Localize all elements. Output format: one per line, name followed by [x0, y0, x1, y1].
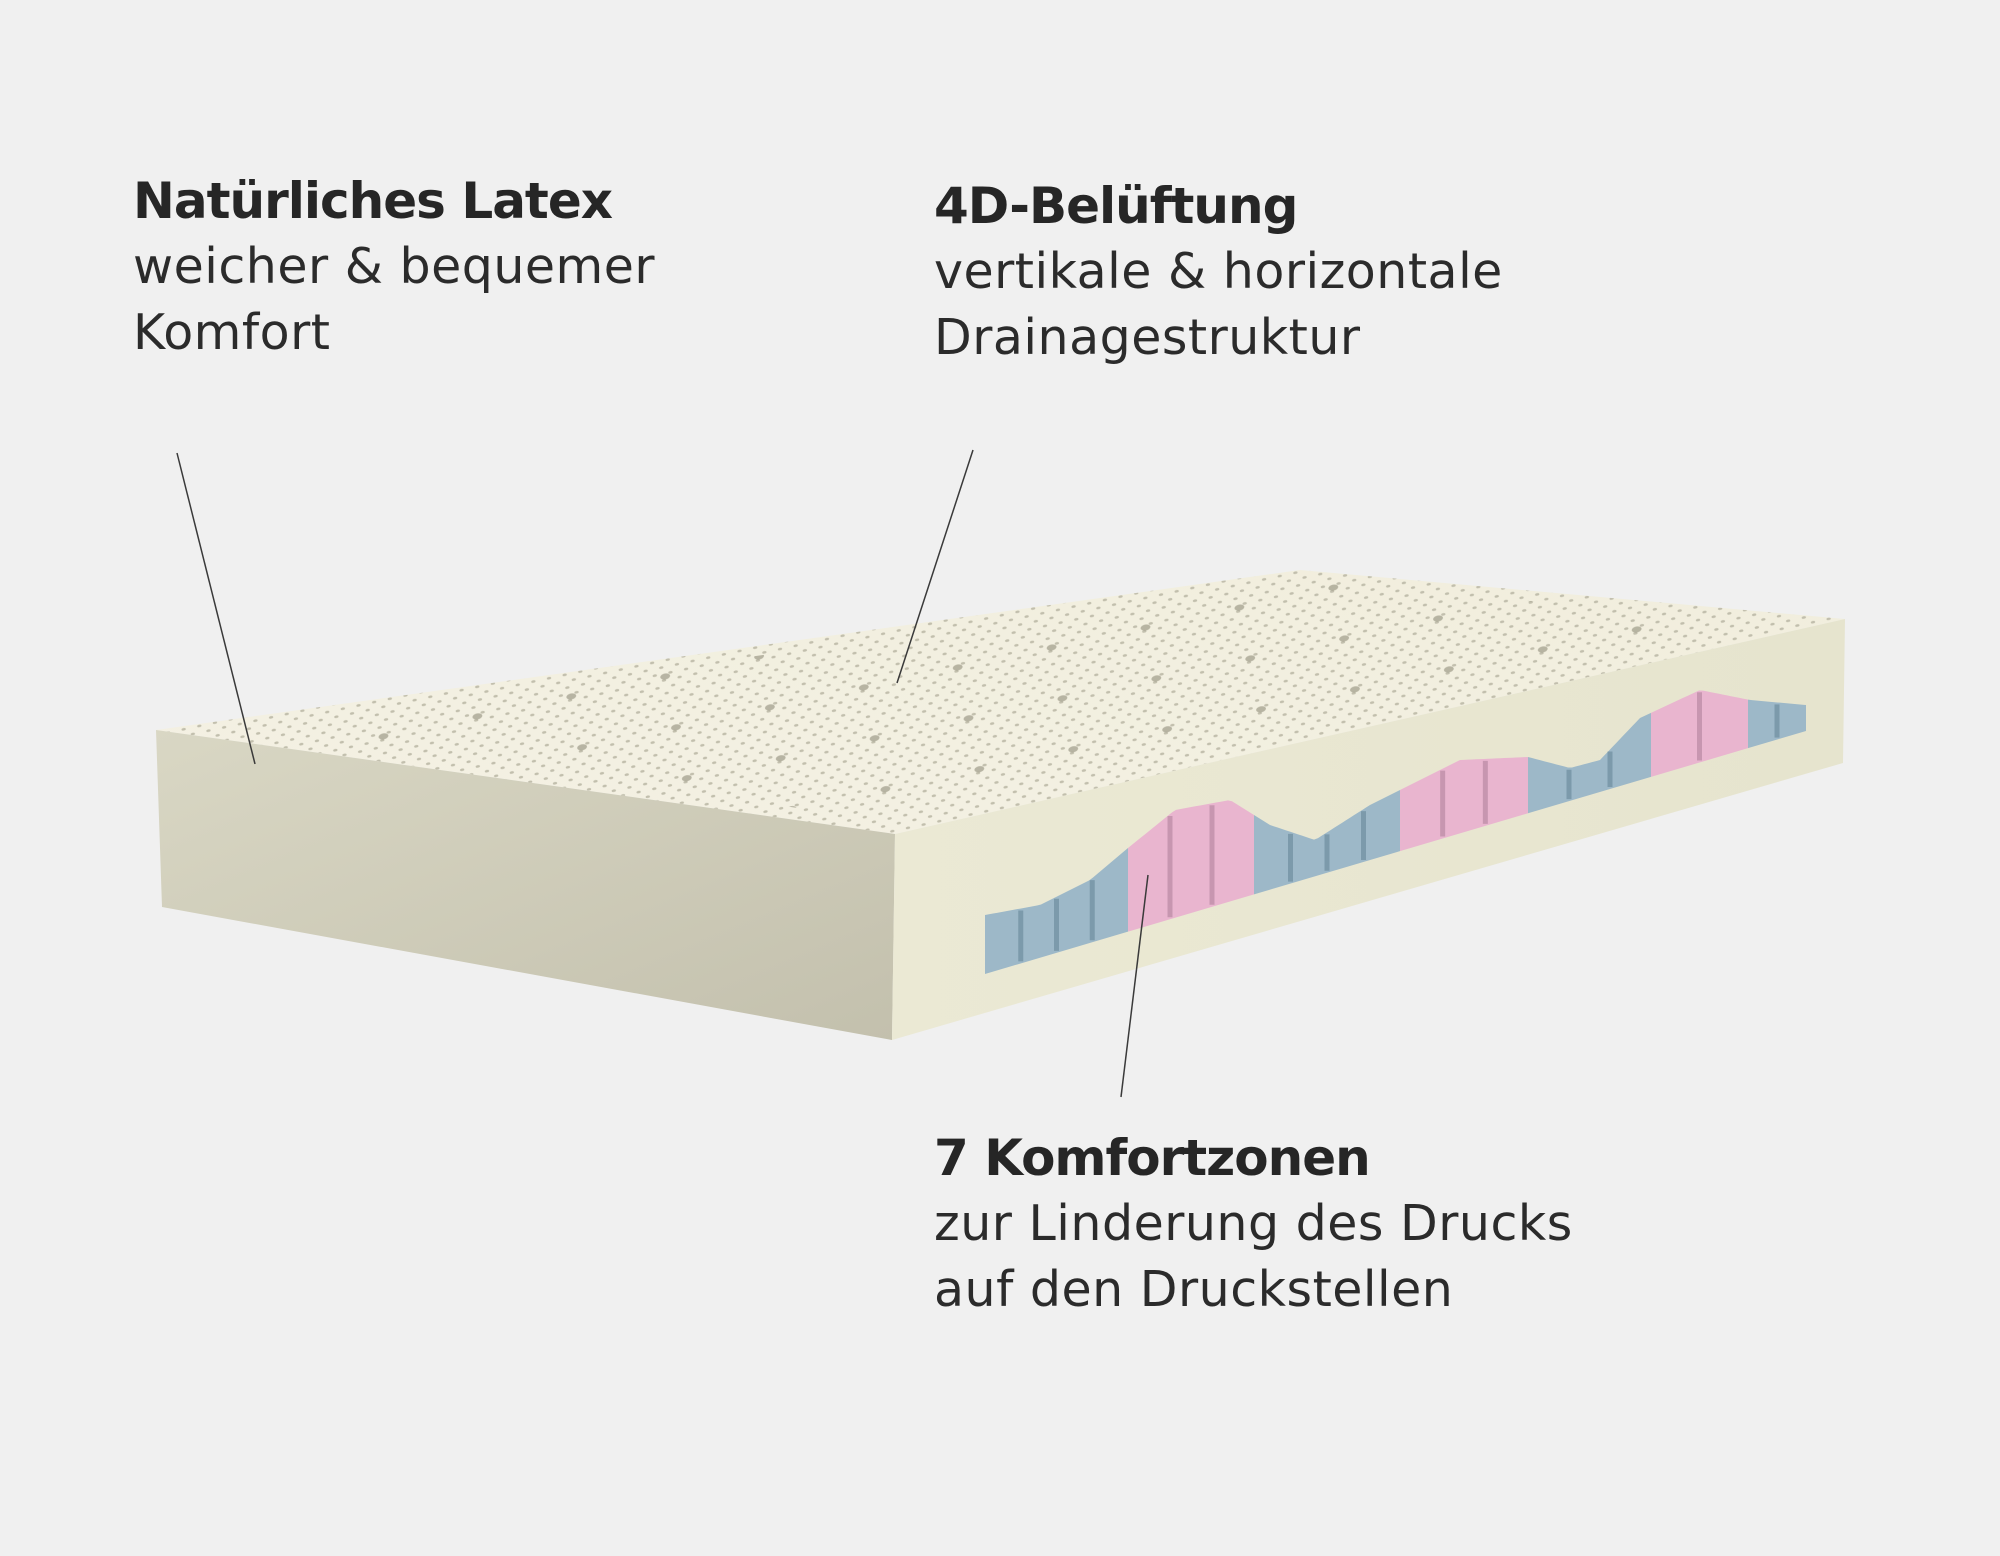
callout-ventilation-line-2: Drainagestruktur [934, 309, 1361, 366]
callout-comfort-zones: 7 Komfortzonen zur Linderung des Drucks … [934, 1125, 1573, 1323]
callout-ventilation-line-1: vertikale & horizontale [934, 243, 1503, 300]
leader-line-zones [1120, 874, 1149, 1098]
callout-latex: Natürliches Latex weicher & bequemer Kom… [133, 168, 655, 366]
mattress-front-face [156, 730, 895, 1040]
leader-line-ventilation [896, 449, 974, 684]
comfort-zone-2 [1128, 800, 1254, 932]
ventilation-holes-large [240, 580, 1780, 822]
callout-latex-line-2: Komfort [133, 304, 331, 361]
comfort-zone-4 [1400, 757, 1528, 852]
leader-line-latex [176, 452, 256, 765]
callout-ventilation-title: 4D-Belüftung [934, 177, 1298, 235]
callout-zones-line-2: auf den Druckstellen [934, 1261, 1454, 1318]
comfort-zones-cross-section [985, 690, 1806, 974]
callout-zones-title: 7 Komfortzonen [934, 1129, 1371, 1187]
callout-latex-line-1: weicher & bequemer [133, 238, 656, 295]
callout-zones-line-1: zur Linderung des Drucks [934, 1195, 1573, 1252]
comfort-zone-5 [1528, 712, 1651, 814]
callout-latex-title: Natürliches Latex [133, 172, 613, 230]
callout-ventilation: 4D-Belüftung vertikale & horizontale Dra… [934, 173, 1503, 371]
